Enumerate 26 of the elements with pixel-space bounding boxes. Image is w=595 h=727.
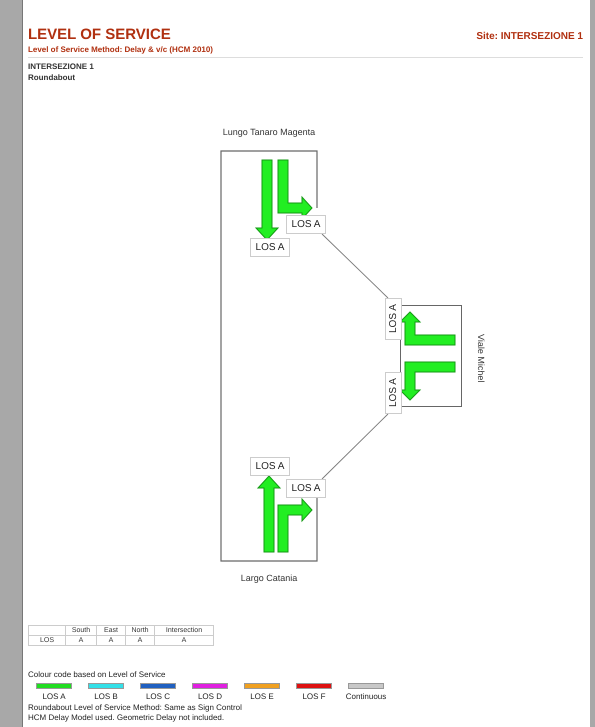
los-label: LOS A: [286, 479, 326, 498]
legend-label: LOS B: [93, 692, 119, 701]
legend-label: LOS A: [41, 692, 67, 701]
legend-label: Continuous: [344, 692, 388, 701]
legend-label: LOS E: [249, 692, 275, 701]
note-text: Roundabout Level of Service Method: Same as Sign Control: [28, 703, 242, 712]
subtitle: Level of Service Method: Delay & v/c (HCM 2010): [28, 45, 213, 54]
road-name: Lungo Tanaro Magenta: [222, 127, 316, 139]
road-name: Viale Michel: [475, 332, 486, 384]
los-label: LOS A: [250, 238, 290, 257]
los-label: LOS A: [286, 215, 326, 234]
legend-title: Colour code based on Level of Service: [28, 670, 166, 679]
legend-label: LOS D: [196, 692, 223, 701]
connector-line: [322, 234, 388, 298]
los-label: LOS A: [385, 298, 402, 340]
site-name: Site: INTERSEZIONE 1: [475, 31, 583, 42]
legend-label: LOS C: [144, 692, 171, 701]
report-title: LEVEL OF SERVICE: [28, 26, 171, 43]
intersection-type: Roundabout: [28, 73, 76, 82]
los-label: LOS A: [250, 457, 290, 476]
los-label: LOS A: [385, 372, 402, 414]
road-name: Largo Catania: [240, 573, 298, 585]
connector-line: [322, 414, 388, 480]
note-text: HCM Delay Model used. Geometric Delay not included.: [28, 713, 224, 722]
legend-label: LOS F: [301, 692, 327, 701]
intersection-name: INTERSEZIONE 1: [28, 62, 94, 71]
